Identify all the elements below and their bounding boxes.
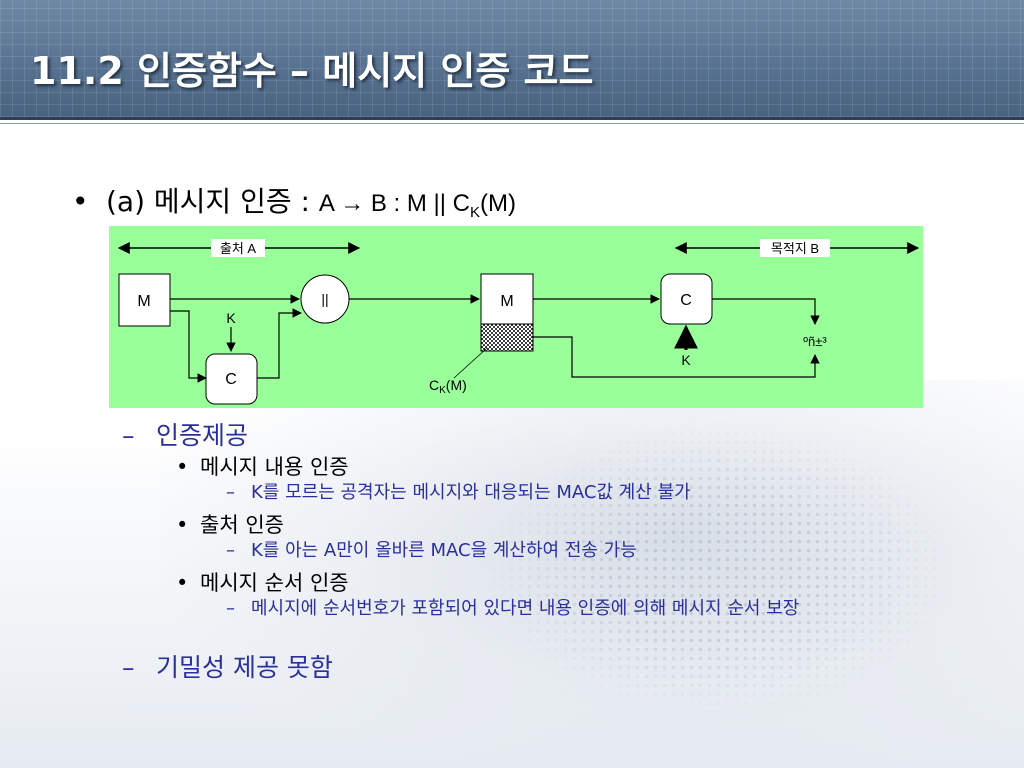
dash-icon: – bbox=[122, 421, 135, 450]
dash-icon: – bbox=[226, 482, 235, 503]
mac-label-suffix: (M) bbox=[446, 377, 467, 393]
list-item-content-auth: • 메시지 내용 인증 bbox=[176, 451, 349, 481]
bullet-dot-icon: • bbox=[176, 513, 189, 537]
list-item-sequence-auth-detail: –메시지에 순서번호가 포함되어 있다면 내용 인증에 의해 메시지 순서 보장 bbox=[226, 599, 961, 619]
list-item-no-confidentiality: –기밀성 제공 못함 bbox=[122, 648, 333, 684]
dest-label: 목적지 B bbox=[771, 241, 819, 256]
dash-icon: – bbox=[226, 540, 235, 561]
message-label-transmitted: M bbox=[500, 293, 513, 310]
background-dot-map bbox=[480, 420, 960, 720]
list-item-text: 출처 인증 bbox=[200, 513, 284, 537]
list-item-text: K를 아는 A만이 올바른 MAC을 계산하여 전송 가능 bbox=[251, 540, 637, 561]
source-label-box bbox=[211, 239, 265, 257]
bullet-dot-icon: • bbox=[176, 571, 189, 595]
bullet-dot-icon: • bbox=[176, 455, 189, 479]
compare-label: ºñ±³ bbox=[803, 334, 827, 349]
list-item-text: 기밀성 제공 못함 bbox=[156, 653, 333, 682]
formula-prefix: A → B : M || C bbox=[318, 190, 471, 217]
formula-subscript: K bbox=[470, 203, 481, 221]
main-bullet-formula: A → B : M || CK(M) bbox=[318, 190, 517, 221]
dash-icon: – bbox=[226, 598, 235, 619]
arrow-mac-to-compare bbox=[712, 298, 820, 325]
mac-function-label-dest: C bbox=[680, 292, 692, 309]
list-item-content-auth-detail: –K를 모르는 공격자는 메시지와 대응되는 MAC값 계산 불가 bbox=[226, 483, 961, 503]
concat-label: || bbox=[321, 291, 328, 307]
message-box-transmitted bbox=[480, 273, 534, 325]
mac-tag-label: CK(M) bbox=[429, 377, 467, 396]
bullet-dot-icon: • bbox=[72, 185, 89, 218]
list-item-sequence-auth: • 메시지 순서 인증 bbox=[176, 567, 349, 597]
mac-label-pointer bbox=[453, 347, 488, 379]
arrow-m-to-mac bbox=[170, 310, 207, 383]
mac-tag-box bbox=[480, 323, 534, 352]
slide-title: 11.2 인증함수 – 메시지 인증 코드 bbox=[30, 49, 594, 93]
list-item-authentication: –인증제공 bbox=[122, 416, 248, 452]
title-divider-thin bbox=[0, 123, 1024, 124]
mac-function-box-source bbox=[205, 353, 258, 405]
list-item-text: 메시지에 순서번호가 포함되어 있다면 내용 인증에 의해 메시지 순서 보장 bbox=[251, 598, 800, 619]
list-item-text: 인증제공 bbox=[156, 421, 249, 450]
arrow-mac-to-concat bbox=[257, 308, 302, 379]
list-item-text: 메시지 순서 인증 bbox=[200, 571, 349, 595]
mac-label-subscript: K bbox=[439, 385, 446, 396]
formula-suffix: (M) bbox=[480, 190, 517, 217]
main-bullet-label: (a) 메시지 인증 : bbox=[106, 185, 319, 218]
list-item-source-auth-detail: –K를 아는 A만이 올바른 MAC을 계산하여 전송 가능 bbox=[226, 541, 961, 561]
title-divider bbox=[0, 117, 1024, 120]
key-label-source: K bbox=[226, 310, 236, 326]
main-bullet: • (a) 메시지 인증 : A → B : M || CK(M) bbox=[72, 180, 516, 221]
mac-label-prefix: C bbox=[429, 377, 439, 393]
arrow-tag-to-compare bbox=[533, 336, 820, 378]
mac-diagram: 출처 A 목적지 B M K C || M CK(M) C K ºñ±³ bbox=[109, 226, 923, 408]
dest-label-box bbox=[760, 239, 830, 257]
dash-icon: – bbox=[122, 653, 135, 682]
list-item-source-auth: • 출처 인증 bbox=[176, 509, 284, 539]
key-label-dest: K bbox=[681, 352, 691, 368]
title-bar bbox=[0, 0, 1024, 117]
list-item-text: K를 모르는 공격자는 메시지와 대응되는 MAC값 계산 불가 bbox=[251, 482, 691, 503]
message-box-source bbox=[118, 273, 171, 327]
background-glow bbox=[160, 380, 1024, 768]
source-label: 출처 A bbox=[220, 241, 257, 256]
mac-function-label-source: C bbox=[225, 371, 237, 388]
list-item-text: 메시지 내용 인증 bbox=[200, 455, 349, 479]
message-label-source: M bbox=[137, 293, 150, 310]
